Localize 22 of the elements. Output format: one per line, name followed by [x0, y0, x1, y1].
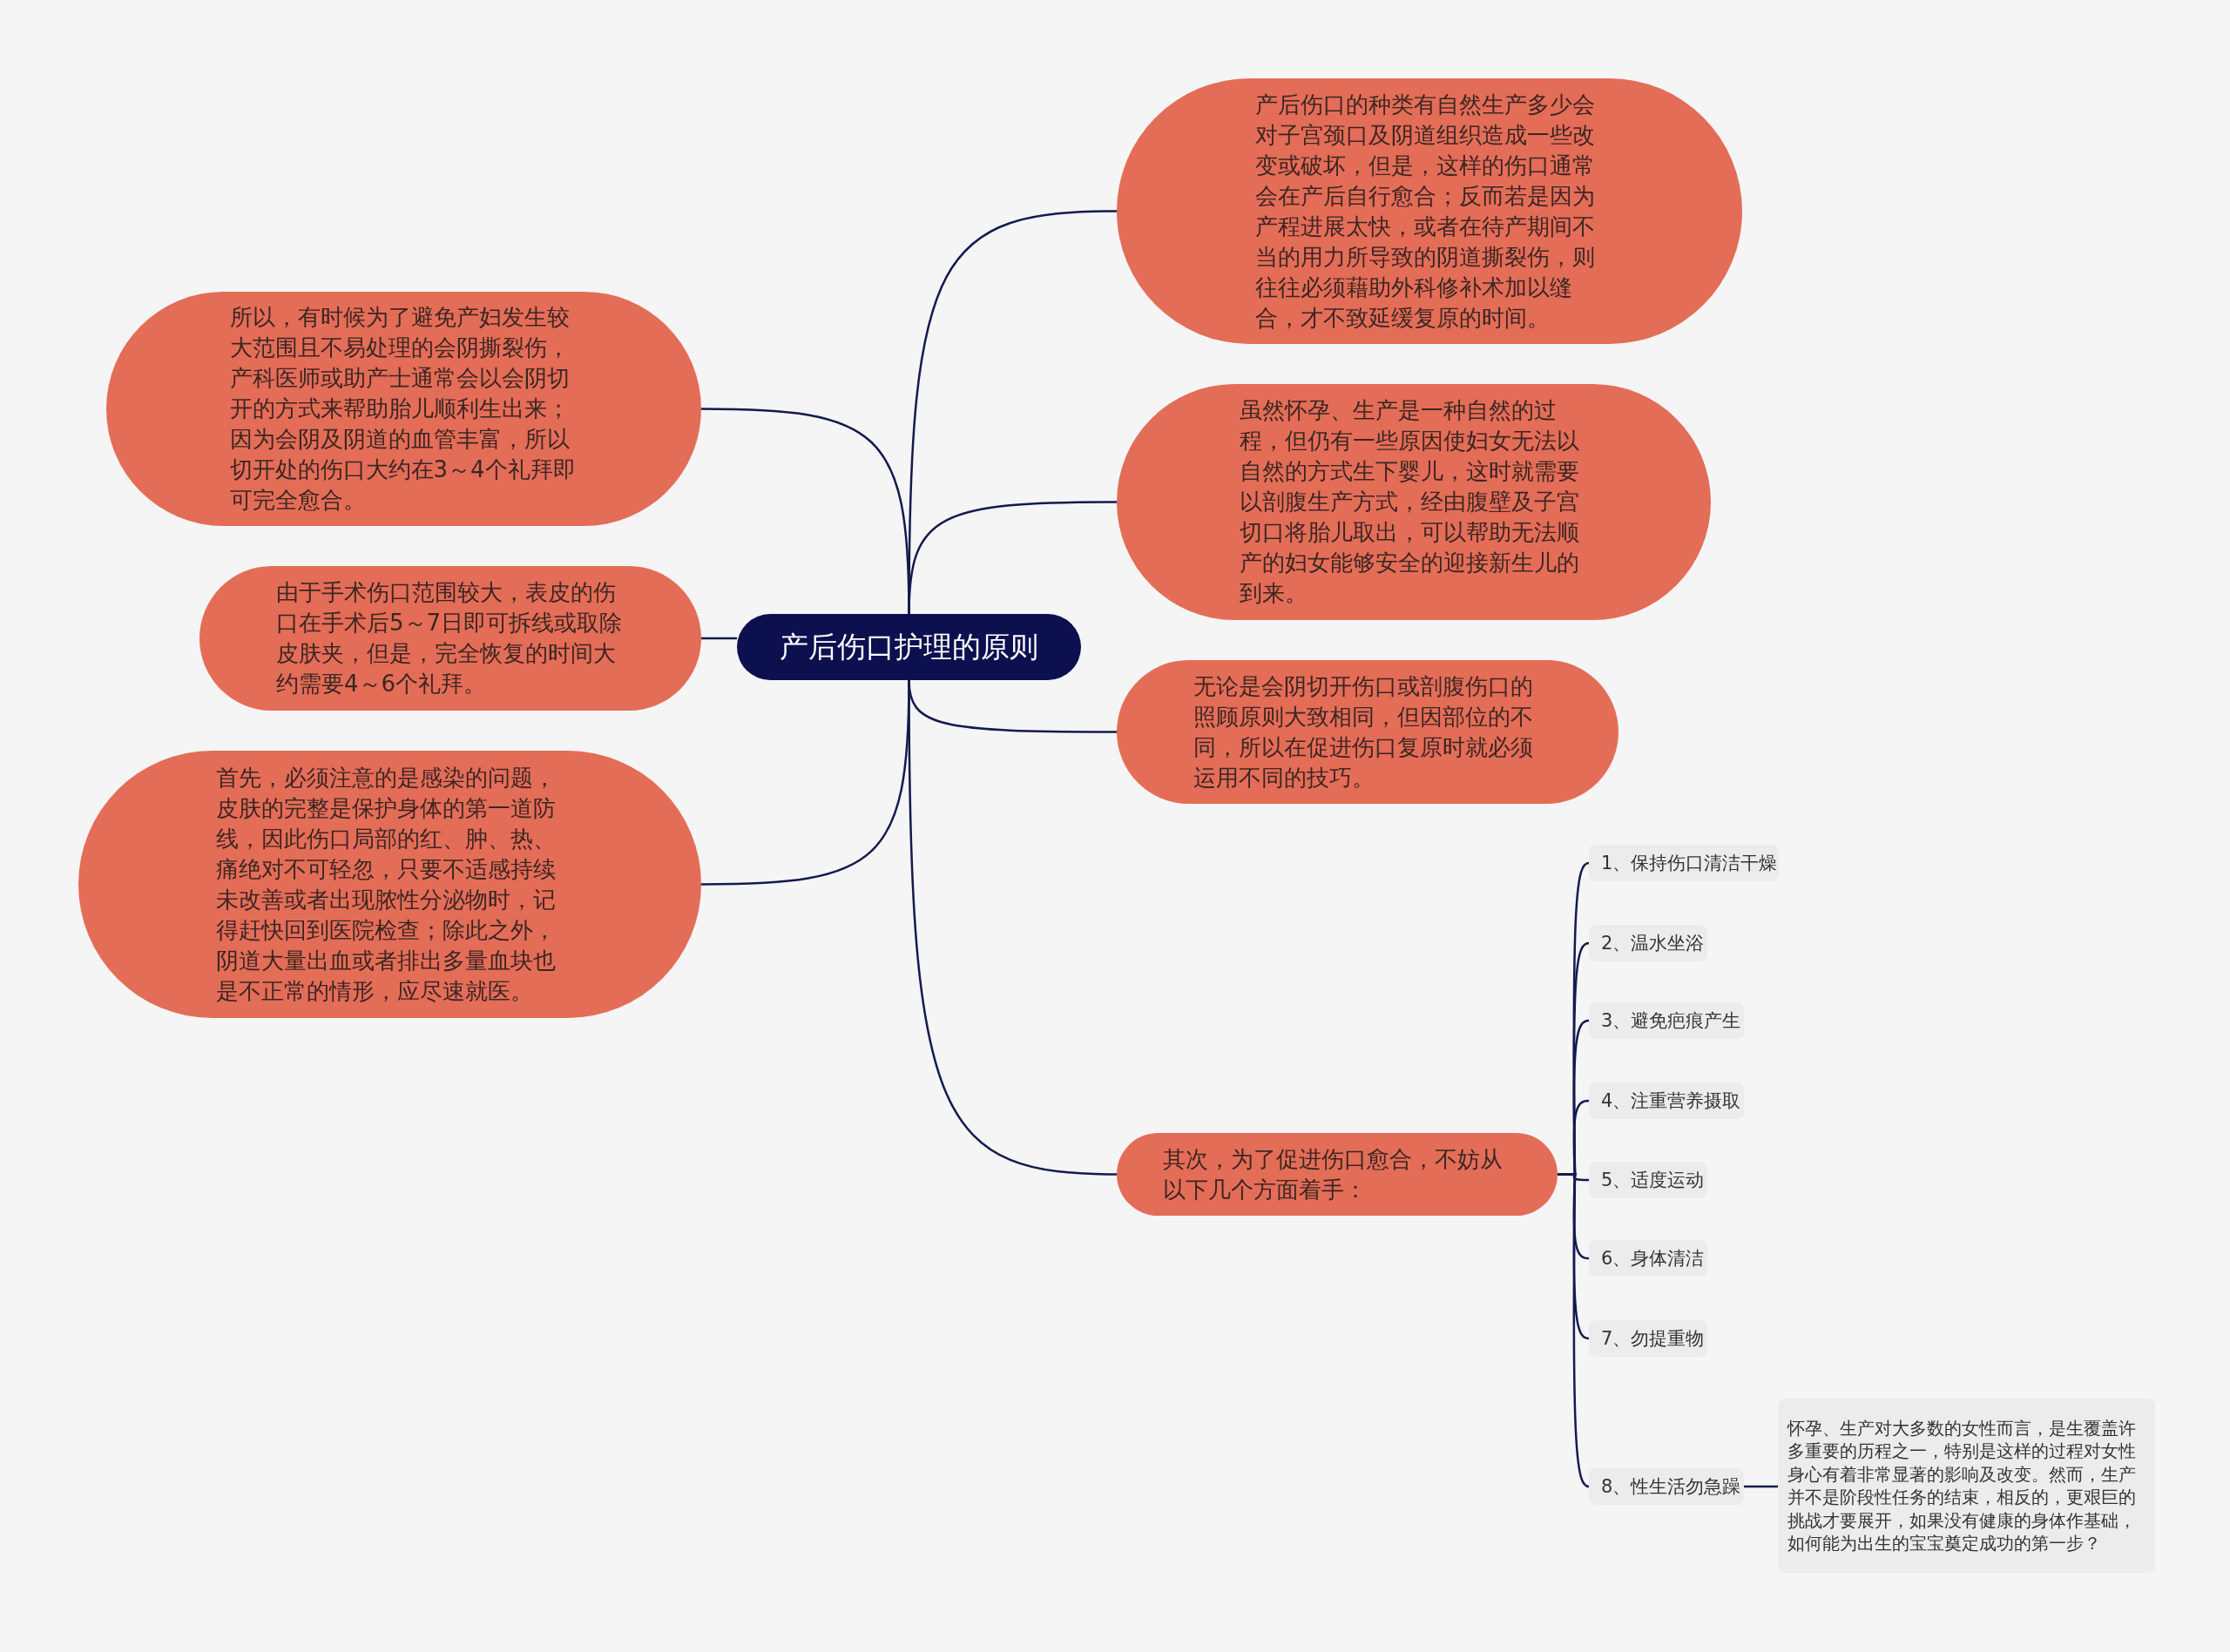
topic-box: 首先，必须注意的是感染的问题，皮肤的完整是保护身体的第一道防线，因此伤口局部的红、肿、热、痛绝对不可轻忽，只要不适感持续未改善或者出现脓性分泌物时，记得赶快回到医院检查；除此之外，阴道大量出血或者排出多量血块也是不正常的情形，应尽速就医。	[78, 751, 701, 1018]
connector	[1558, 1173, 1590, 1488]
topic-box: 产后伤口的种类有自然生产多少会对子宫颈口及阴道组织造成一些改变或破坏，但是，这样的伤口通常会在产后自行愈合；反而若是因为产程进展太快，或者在待产期间不当的用力所导致的阴道撕裂伤，则往往必须藉助外科修补术加以缝合，才不致延缓复原的时间。	[1117, 78, 1742, 344]
list-item: 6、身体清洁	[1589, 1240, 1707, 1277]
topic-box: 其次，为了促进伤口愈合，不妨从以下几个方面着手：	[1117, 1133, 1558, 1216]
connector	[1744, 1485, 1778, 1488]
list-item: 3、避免疤痕产生	[1589, 1002, 1744, 1039]
list-item: 8、性生活勿急躁	[1589, 1468, 1744, 1505]
list-item: 2、温水坐浴	[1589, 925, 1707, 961]
note-box: 怀孕、生产对大多数的女性而言，是生覆盖许多重要的历程之一，特别是这样的过程对女性身心有着非常显著的影响及改变。然而，生产并不是阶段性任务的结束，相反的，更艰巨的挑战才要展开，如果没有健康的身体作基础，如何能为出生的宝宝奠定成功的第一步？	[1778, 1399, 2155, 1573]
connector	[701, 408, 910, 615]
list-item: 5、适度运动	[1589, 1162, 1707, 1198]
connector	[701, 679, 910, 886]
list-item: 7、勿提重物	[1589, 1320, 1707, 1357]
topic-box: 无论是会阴切开伤口或剖腹伤口的照顾原则大致相同，但因部位的不同，所以在促进伤口复原时就必须运用不同的技巧。	[1117, 660, 1618, 804]
list-item: 4、注重营养摄取	[1589, 1082, 1744, 1119]
list-item: 1、保持伤口清洁干燥	[1589, 845, 1779, 881]
topic-box: 产后伤口护理的原则	[737, 614, 1081, 680]
topic-box: 所以，有时候为了避免产妇发生较大范围且不易处理的会阴撕裂伤，产科医师或助产士通常会以会阴切开的方式来帮助胎儿顺利生出来；因为会阴及阴道的血管丰富，所以切开处的伤口大约在3～4个礼拜即可完全愈合。	[106, 292, 701, 526]
connector	[701, 637, 737, 640]
topic-box: 由于手术伤口范围较大，表皮的伤口在手术后5～7日即可拆线或取除皮肤夹，但是，完全恢复的时间大约需要4～6个礼拜。	[199, 566, 701, 711]
topic-box: 虽然怀孕、生产是一种自然的过程，但仍有一些原因使妇女无法以自然的方式生下婴儿，这时就需要以剖腹生产方式，经由腹壁及子宫切口将胎儿取出，可以帮助无法顺产的妇女能够安全的迎接新生儿的到来。	[1117, 384, 1711, 620]
